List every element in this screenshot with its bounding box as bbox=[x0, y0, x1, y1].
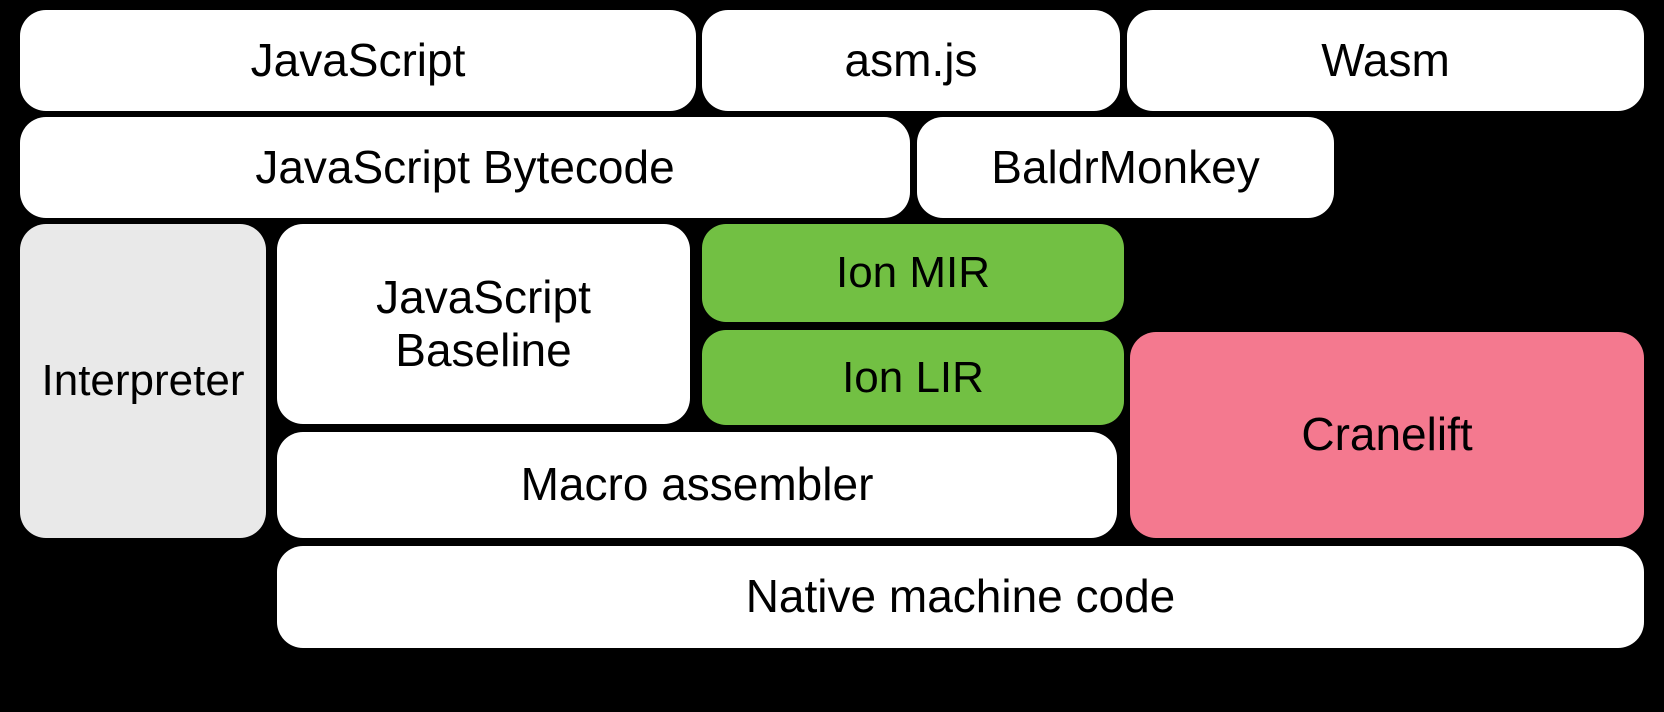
node-baldrmonkey-label: BaldrMonkey bbox=[991, 140, 1260, 193]
node-interpreter-label: Interpreter bbox=[41, 356, 245, 406]
node-asm-js-label: asm.js bbox=[844, 33, 978, 86]
node-ion-lir-label: Ion LIR bbox=[842, 352, 984, 402]
node-wasm[interactable]: Wasm bbox=[1127, 10, 1644, 111]
node-javascript-label: JavaScript bbox=[250, 33, 466, 86]
node-wasm-label: Wasm bbox=[1321, 33, 1450, 86]
node-javascript-baseline[interactable]: JavaScript Baseline bbox=[277, 224, 690, 424]
node-ion-mir[interactable]: Ion MIR bbox=[702, 224, 1124, 322]
node-javascript-bytecode[interactable]: JavaScript Bytecode bbox=[20, 117, 910, 218]
node-ion-mir-label: Ion MIR bbox=[835, 248, 991, 298]
node-native-machine-code[interactable]: Native machine code bbox=[277, 546, 1644, 648]
node-cranelift-label: Cranelift bbox=[1301, 408, 1473, 461]
node-macro-assembler-label: Macro assembler bbox=[520, 458, 874, 511]
node-javascript-bytecode-label: JavaScript Bytecode bbox=[255, 140, 675, 193]
node-interpreter[interactable]: Interpreter bbox=[20, 224, 266, 538]
node-cranelift[interactable]: Cranelift bbox=[1130, 332, 1644, 538]
node-asm-js[interactable]: asm.js bbox=[702, 10, 1120, 111]
node-native-machine-code-label: Native machine code bbox=[745, 570, 1176, 623]
node-javascript-baseline-label: JavaScript Baseline bbox=[376, 270, 591, 376]
node-javascript[interactable]: JavaScript bbox=[20, 10, 696, 111]
node-baldrmonkey[interactable]: BaldrMonkey bbox=[917, 117, 1334, 218]
node-ion-lir[interactable]: Ion LIR bbox=[702, 330, 1124, 425]
node-macro-assembler[interactable]: Macro assembler bbox=[277, 432, 1117, 538]
